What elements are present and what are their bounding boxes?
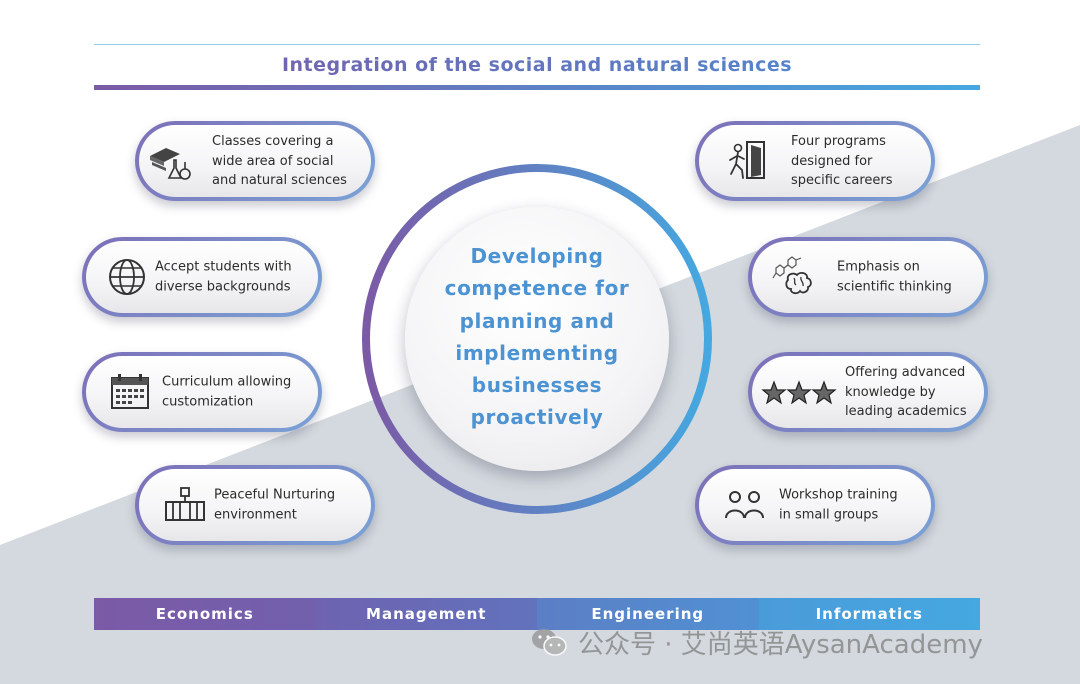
- feature-text: Accept students with diverse backgrounds: [155, 259, 292, 295]
- feature-text: Emphasis on scientific thinking: [837, 259, 952, 295]
- feature-pill-programs: Four programs designed for specific care…: [695, 121, 935, 201]
- feature-pill-workshop: Workshop training in small groups: [695, 465, 935, 545]
- feature-pill-thinking: Emphasis on scientific thinking: [748, 237, 988, 317]
- discipline-economics: Economics: [94, 598, 316, 630]
- diagram-title: Integration of the social and natural sc…: [94, 54, 980, 76]
- feature-pill-environment: Peaceful Nurturing environment: [135, 465, 375, 545]
- globe-icon: [109, 259, 145, 295]
- discipline-bar: Economics Management Engineering Informa…: [94, 598, 980, 630]
- center-circle: [405, 207, 669, 471]
- watermark-text: 公众号 · 艾尚英语AysanAcademy: [578, 629, 983, 660]
- feature-text: Offering advanced knowledge by leading a…: [845, 364, 967, 419]
- top-divider-line: [94, 44, 980, 45]
- discipline-management: Management: [315, 598, 537, 630]
- title-underline-bar: [94, 85, 980, 90]
- watermark: 公众号 · 艾尚英语AysanAcademy: [530, 622, 983, 662]
- feature-pill-backgrounds: Accept students with diverse backgrounds: [82, 237, 322, 317]
- center-text: Developing competence for planning and i…: [444, 244, 630, 430]
- feature-text: Workshop training in small groups: [779, 487, 898, 523]
- campus-building-icon: [165, 487, 205, 521]
- feature-text: Four programs designed for specific care…: [791, 133, 893, 188]
- molecule-brain-icon: [772, 256, 812, 295]
- calendar-icon: [111, 374, 149, 409]
- person-exiting-door-icon: [729, 141, 765, 179]
- feature-text: Classes covering a wide area of social a…: [212, 133, 347, 188]
- feature-pill-curriculum: Curriculum allowing customization: [82, 352, 322, 432]
- feature-text: Curriculum allowing customization: [162, 374, 292, 410]
- feature-pill-knowledge: Offering advanced knowledge by leading a…: [748, 352, 988, 432]
- center-ring: [362, 164, 712, 514]
- feature-pill-classes: Classes covering a wide area of social a…: [135, 121, 375, 201]
- three-stars-icon: [761, 380, 837, 405]
- books-and-flasks-icon: [150, 148, 191, 180]
- two-people-icon: [725, 491, 764, 519]
- wechat-icon: [532, 629, 567, 656]
- feature-text: Peaceful Nurturing environment: [214, 487, 336, 523]
- discipline-engineering: Engineering: [537, 598, 759, 630]
- discipline-informatics: Informatics: [758, 598, 980, 630]
